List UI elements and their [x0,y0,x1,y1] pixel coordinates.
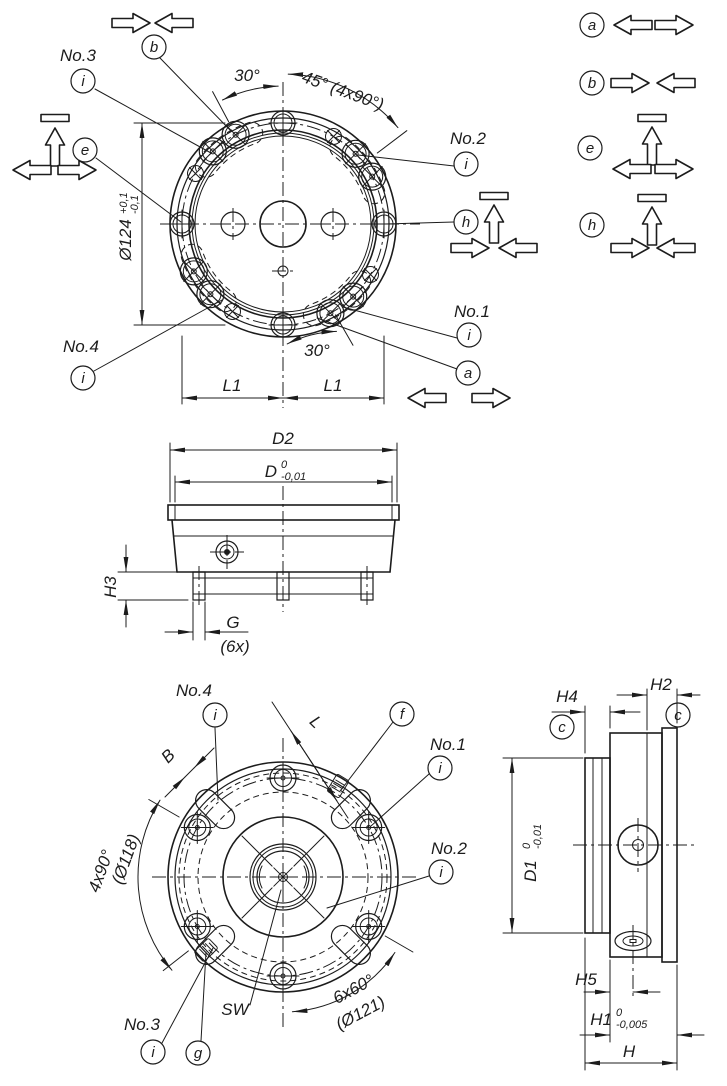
tv-no3-label: No.3 [60,46,96,65]
bv-no1-i: i [438,760,442,777]
bv-no3-i: i [151,1044,155,1061]
tv-no2-label: No.2 [450,129,486,148]
top-plate [167,504,400,521]
tv-no1-i: i [467,327,471,344]
sv-plate [661,727,678,963]
arc-30-top [222,84,279,101]
bottom-view: 4x90° (Ø118) 6x60° (Ø121) B L No.4 i f N… [84,681,467,1066]
d-tol-upper: 0 [281,459,288,471]
legend-b: b [588,75,596,92]
tv-no4-i: i [81,370,85,387]
symbol-b-inline [111,12,194,34]
d-tol-lower: -0,01 [281,471,306,483]
side-screw [210,535,244,569]
center-socket [249,843,317,911]
l1-left-label: L1 [223,376,242,395]
sv-callout-c-left: c [558,719,566,736]
angle-30-bottom: 30° [304,341,330,360]
tv-no4-label: No.4 [63,337,99,356]
top-view: Ø124 +0,1 -0,1 30° 45° (4x90°) 30° L1 L1… [12,12,538,409]
legend-a: a [588,17,596,34]
dia124-label: Ø124 [116,219,135,262]
h4-label: H4 [556,687,578,706]
tv-callout-a: a [464,365,472,382]
lug-center [276,571,290,601]
bv-callout-f: f [400,706,406,723]
tv-callout-h: h [462,214,470,231]
symbol-a-inline [407,387,511,409]
front-view: D2 D 0 -0,01 H3 G (6x) [101,429,400,656]
l-label: L [306,712,326,732]
h2-label: H2 [650,675,672,694]
legend-h: h [588,217,596,234]
h1-tol-lower: -0,005 [616,1019,648,1031]
b-label: B [157,745,178,766]
d1-label: D1 [521,860,540,882]
bv-boss [222,816,344,938]
tv-callout-e: e [81,142,89,159]
tv-no3-i: i [81,73,85,90]
sv-callout-c-right: c [674,707,682,724]
bv-no2-label: No.2 [431,839,467,858]
bv-no4-label: No.4 [176,681,212,700]
h-label: H [623,1042,636,1061]
arc-6x60 [291,952,396,1014]
sw-label: SW [221,1000,250,1019]
legend-e: e [586,140,594,157]
arc-45 [287,72,399,129]
h1-tol-upper: 0 [616,1007,623,1019]
angle-30-top: 30° [234,66,260,85]
g-label: G [226,613,239,632]
ring-2 [176,117,390,331]
dia124-tol-upper: +0,1 [118,192,130,214]
bv-callout-g: g [194,1045,203,1062]
h5-label: H5 [575,970,597,989]
h3-label: H3 [101,576,120,598]
dim-dia124: Ø124 +0,1 -0,1 [116,192,141,262]
angle-45-pattern: 45° (4x90°) [299,67,386,114]
center-bore [259,200,307,248]
bv-no2-i: i [439,864,443,881]
tv-no1-label: No.1 [454,302,490,321]
arc-30-bottom [286,329,337,345]
legend: a b e h [577,12,696,259]
d2-label: D2 [272,429,294,448]
d1-tol-upper: 0 [521,842,533,849]
bv-no3-label: No.3 [124,1015,160,1034]
dia124-tol-lower: -0,1 [129,195,141,214]
bv-no1-label: No.1 [430,735,466,754]
d-label: D [265,462,277,481]
bv-no4-i: i [213,707,217,724]
g-count-label: (6x) [220,637,249,656]
tv-no2-i: i [464,156,468,173]
h1-label: H1 [590,1010,612,1029]
arc-4x90 [137,799,173,971]
d1-tol-lower: -0,01 [532,824,544,849]
l1-right-label: L1 [324,376,343,395]
tv-callout-b: b [150,39,158,56]
side-view: H4 H2 c c D1 0 -0,01 H5 H1 0 -0,005 H [502,675,705,1071]
dim-d1-text: D1 0 -0,01 [521,824,544,882]
